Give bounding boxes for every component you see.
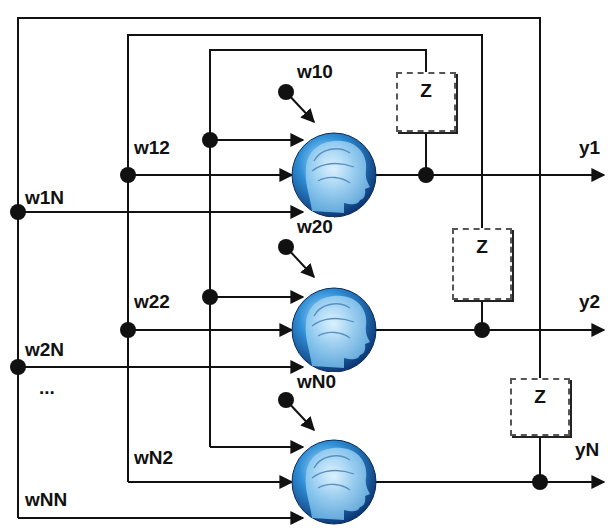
neuron-head	[292, 440, 376, 524]
delay-box: Z	[396, 72, 456, 132]
weight-label: w1N	[24, 188, 65, 207]
weight-label: wNN	[24, 490, 68, 509]
weight-label: ...	[38, 378, 56, 397]
weight-label: wN2	[133, 448, 174, 467]
weight-label: wN0	[296, 372, 337, 391]
neuron-head	[292, 133, 376, 217]
delay-label: Z	[398, 80, 454, 102]
weight-label: w22	[133, 292, 171, 311]
weight-label: w10	[296, 62, 334, 81]
neuron-head	[292, 288, 376, 372]
weight-label: w2N	[24, 340, 65, 359]
weight-label: w20	[296, 217, 334, 236]
delay-label: Z	[512, 386, 568, 408]
output-label: yN	[574, 440, 600, 459]
output-label: y2	[578, 292, 601, 311]
delay-box: Z	[510, 378, 570, 436]
delay-label: Z	[454, 236, 510, 258]
weight-label: w12	[133, 138, 171, 157]
output-label: y1	[578, 138, 601, 157]
delay-box: Z	[452, 228, 512, 300]
